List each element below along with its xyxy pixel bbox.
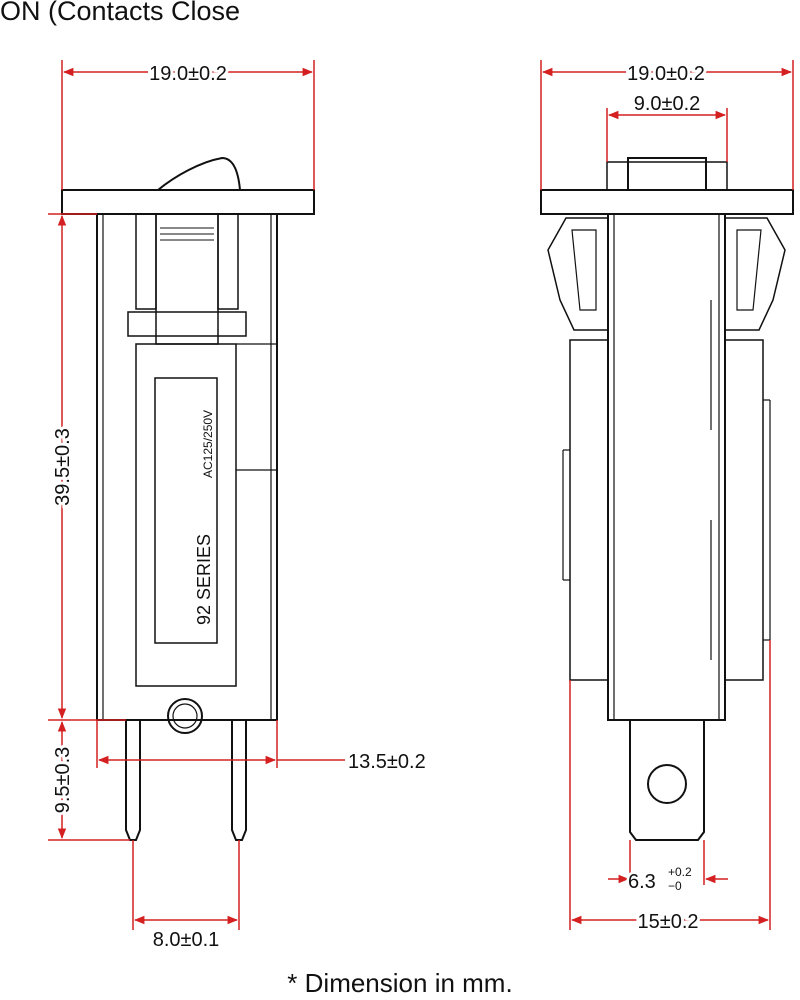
dim-front-height: 39.5±0.3 bbox=[52, 428, 74, 506]
front-bezel bbox=[61, 189, 315, 215]
front-label-series: 92 SERIES bbox=[194, 534, 214, 625]
side-bezel bbox=[540, 189, 794, 215]
front-label-panel bbox=[135, 343, 237, 687]
dim-terminal-width: 6.3 bbox=[628, 871, 656, 893]
front-rocker bbox=[157, 156, 241, 191]
side-housing-right bbox=[724, 339, 764, 681]
side-terminal-hole bbox=[647, 764, 687, 804]
front-dimensions bbox=[48, 60, 345, 930]
dim-rocker-width: 9.0±0.2 bbox=[634, 93, 701, 115]
dim-front-width: 19.0±0.2 bbox=[149, 63, 227, 85]
side-body-center bbox=[607, 213, 726, 721]
side-rocker bbox=[606, 161, 728, 191]
side-housing-left bbox=[569, 339, 609, 681]
dim-terminal-pitch: 8.0±0.1 bbox=[153, 929, 220, 951]
front-mount-hole bbox=[167, 698, 203, 734]
front-view bbox=[61, 156, 315, 841]
dim-terminal-length: 9.5±0.3 bbox=[52, 747, 74, 814]
side-terminal-blade bbox=[629, 720, 705, 841]
dim-side-width: 19.0±0.2 bbox=[627, 63, 705, 85]
front-label-rating: AC125/250V bbox=[201, 410, 215, 478]
footnote: * Dimension in mm. bbox=[287, 968, 513, 998]
dim-body-width: 13.5±0.2 bbox=[348, 751, 426, 773]
dim-terminal-tol-plus: +0.2 bbox=[668, 865, 692, 879]
diagram-title: ON (Contacts Close bbox=[0, 0, 241, 26]
side-view bbox=[540, 157, 794, 841]
dim-terminal-tol-minus: −0 bbox=[668, 879, 682, 893]
side-dimensions bbox=[540, 60, 794, 930]
front-terminal-left bbox=[125, 720, 141, 841]
dim-side-body-width: 15±0.2 bbox=[637, 911, 698, 933]
front-body bbox=[96, 213, 278, 721]
front-terminal-right bbox=[231, 720, 247, 841]
